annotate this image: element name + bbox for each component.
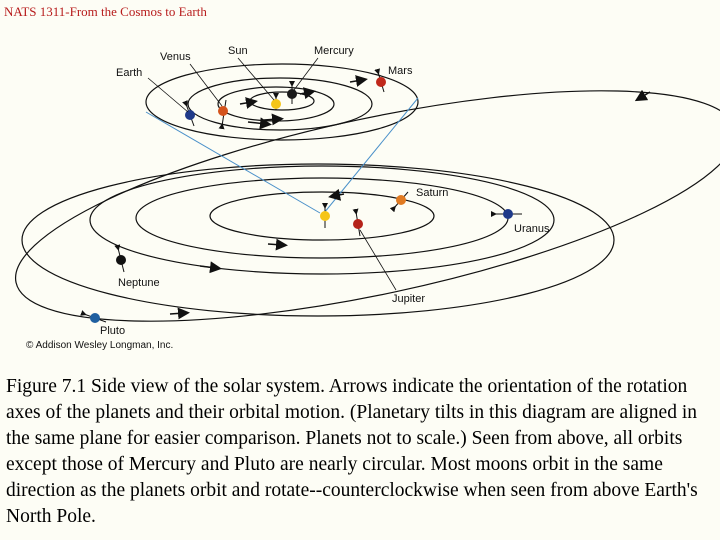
label-jupiter: Jupiter bbox=[392, 293, 425, 305]
sun-lower bbox=[320, 211, 330, 221]
saturn bbox=[396, 195, 406, 205]
sun-pointer bbox=[237, 57, 275, 101]
label-sun: Sun bbox=[228, 45, 248, 57]
label-uranus: Uranus bbox=[514, 223, 550, 235]
orbit-arrow-inner-left bbox=[239, 97, 258, 109]
sun-upper bbox=[271, 99, 281, 109]
uranus-orbit bbox=[89, 165, 555, 275]
orbit-arrow-mars bbox=[349, 75, 368, 87]
orbit-arrow-uranus bbox=[267, 238, 288, 251]
mercury bbox=[287, 89, 297, 99]
mercury-orbit bbox=[249, 91, 315, 111]
label-pluto: Pluto bbox=[100, 325, 125, 337]
label-neptune: Neptune bbox=[118, 277, 160, 289]
mars bbox=[376, 77, 386, 87]
label-saturn: Saturn bbox=[416, 187, 448, 199]
uranus bbox=[503, 209, 513, 219]
solar-system-diagram: Venus Sun Mercury Earth Mars Saturn Uran… bbox=[14, 45, 720, 351]
orbit-arrow-saturn bbox=[199, 261, 222, 274]
label-earth: Earth bbox=[116, 67, 142, 79]
orbit-arrow-neptune bbox=[169, 307, 190, 320]
figure-caption: Figure 7.1 Side view of the solar system… bbox=[6, 376, 698, 527]
copyright-notice: © Addison Wesley Longman, Inc. bbox=[26, 340, 173, 351]
orbit-arrow-jupiter bbox=[328, 188, 345, 201]
venus bbox=[218, 106, 228, 116]
orbit-arrow-pluto bbox=[634, 89, 651, 102]
label-mercury: Mercury bbox=[314, 45, 354, 57]
venus-pointer bbox=[189, 63, 223, 107]
orbit-arrow-earth bbox=[247, 117, 272, 130]
mercury-pointer bbox=[293, 57, 319, 91]
label-mars: Mars bbox=[388, 65, 413, 77]
earth-orbit bbox=[187, 77, 373, 131]
jupiter bbox=[353, 219, 363, 229]
label-venus: Venus bbox=[160, 51, 191, 63]
neptune-orbit bbox=[21, 163, 615, 317]
neptune bbox=[116, 255, 126, 265]
pluto-orbit bbox=[14, 90, 720, 322]
jupiter-orbit bbox=[209, 191, 435, 241]
course-title: NATS 1311-From the Cosmos to Earth bbox=[4, 4, 207, 19]
solar-system-figure: Venus Sun Mercury Earth Mars Saturn Uran… bbox=[0, 24, 720, 364]
earth-pointer bbox=[147, 77, 189, 113]
connector-line-left bbox=[145, 111, 321, 214]
mars-orbit bbox=[145, 63, 419, 141]
orbit-arrow-venus bbox=[263, 113, 284, 126]
pluto bbox=[90, 313, 100, 323]
jupiter-pointer bbox=[359, 229, 397, 291]
orbit-arrow-mercury bbox=[299, 87, 316, 100]
earth bbox=[185, 110, 195, 120]
